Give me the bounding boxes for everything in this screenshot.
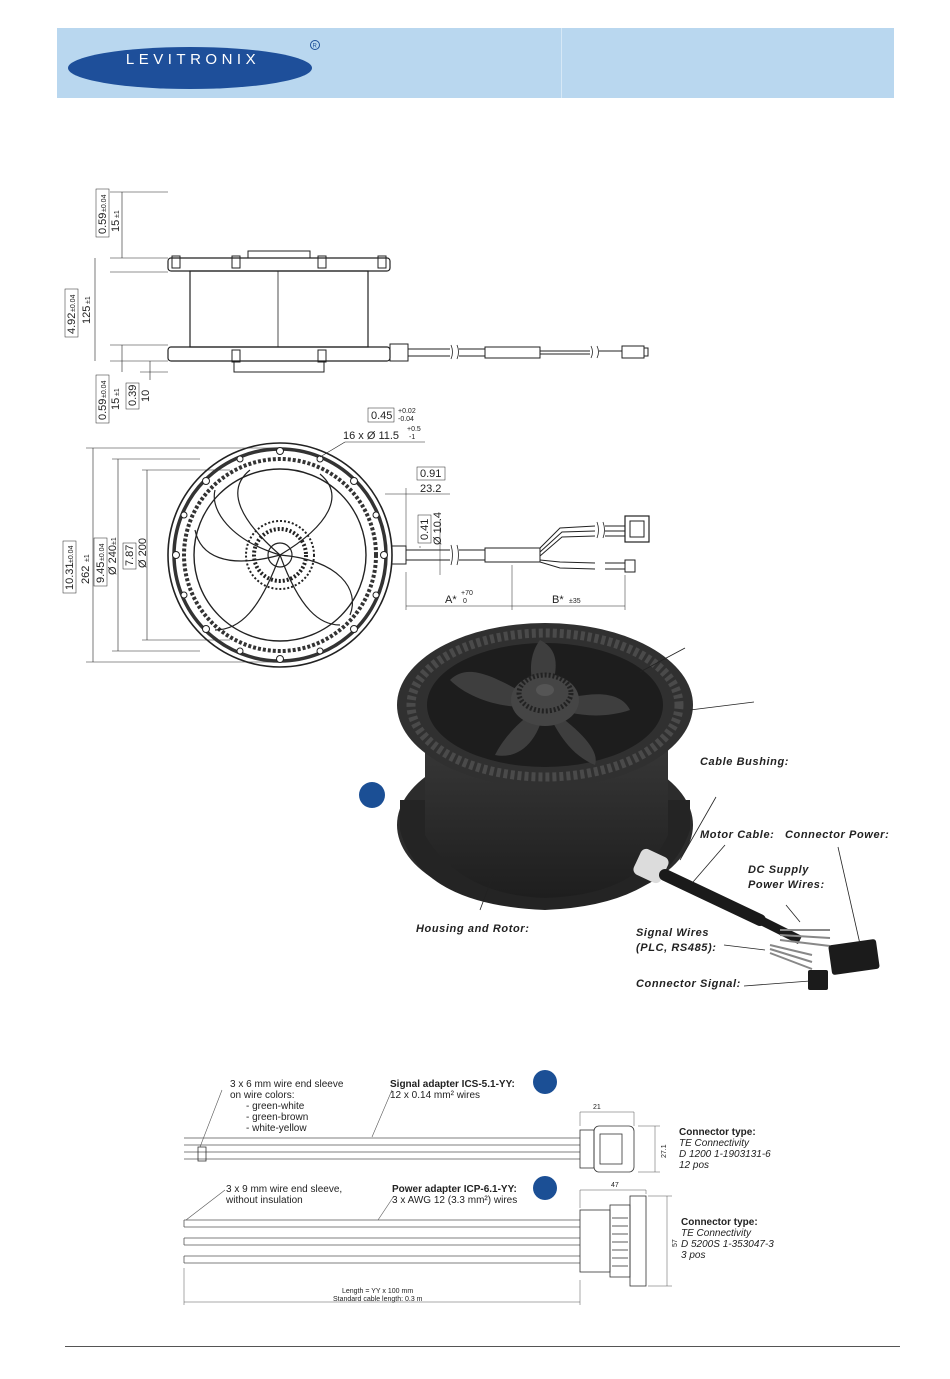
power-conn-part: D 5200S 1-353047-3 (681, 1239, 774, 1250)
power-sleeve-1: 3 x 9 mm wire end sleeve, (226, 1184, 342, 1195)
photo-labels: Cable Bushing: Motor Cable: Connector Po… (416, 756, 889, 990)
logo-ellipse (68, 47, 312, 89)
holes-tol-plus: +0.5 (407, 426, 421, 433)
power-conn-title: Connector type: (681, 1217, 758, 1228)
holes-spec: 16 x Ø 11.5 (343, 430, 399, 442)
a-tol-minus: 0 (463, 598, 467, 605)
bottom-small-in: 0.39 (127, 385, 139, 406)
bushing-mm: 23.2 (420, 483, 441, 495)
registered-mark (310, 40, 320, 50)
signal-dim-w: 21 (593, 1104, 601, 1111)
levitronix-logo: LEVITRONIX R (68, 40, 320, 89)
outer-mm-tol: ±1 (84, 554, 91, 562)
front-view (86, 441, 650, 668)
signal-sleeve-2: on wire colors: (230, 1090, 294, 1101)
height-mm-tol: ±1 (85, 296, 92, 304)
power-adapter-title: Power adapter ICP-6.1-YY: (392, 1184, 517, 1195)
a-tol-plus: +70 (461, 590, 473, 597)
bottom-dim-mm: 15 (110, 398, 122, 410)
signal-color-1: - green-white (246, 1101, 305, 1112)
marker-dot-signal (533, 1070, 557, 1094)
hole-in-tol-minus: -0.04 (398, 416, 414, 423)
footer-divider (65, 1346, 900, 1347)
power-sleeve-2: without insulation (225, 1195, 303, 1206)
label-signal-wires: Signal Wires (636, 927, 709, 939)
side-view-dims: 0.59 ±0.04 15 ±1 4.92 ±0.04 125 ±1 0.59 … (64, 188, 152, 424)
signal-conn-part: D 1200 1-1903131-6 (679, 1149, 771, 1160)
outer-in: 10.31 (64, 562, 76, 590)
signal-sleeve-1: 3 x 6 mm wire end sleeve (230, 1079, 344, 1090)
outer-in-tol: ±0.04 (68, 545, 75, 563)
bolt-mm: Ø 240 (107, 545, 119, 575)
cable-in: 0.41 (419, 519, 431, 540)
cable-length-line1: Length = YY x 100 mm (342, 1288, 413, 1295)
signal-conn-title: Connector type: (679, 1127, 756, 1138)
product-render (359, 623, 880, 990)
bolt-in-tol: ±0.04 (99, 543, 106, 561)
bottom-small-mm: 10 (140, 390, 152, 402)
marker-dot-power (533, 1176, 557, 1200)
power-adapter-spec: 3 x AWG 12 (3.3 mm²) wires (392, 1195, 517, 1206)
front-view-dims: 0.45 +0.02 -0.04 16 x Ø 11.5 +0.5 -1 0.9… (62, 407, 581, 606)
label-connector-power: Connector Power: (785, 829, 889, 841)
b-label: B* (552, 594, 564, 606)
inner-mm: Ø 200 (137, 538, 149, 568)
holes-tol-minus: -1 (409, 434, 415, 441)
side-view (94, 191, 649, 380)
top-dim-in-tol: ±0.04 (101, 194, 108, 212)
cable-mm: Ø 10.4 (432, 512, 444, 545)
marker-dot-housing (359, 782, 385, 808)
signal-adapter-spec: 12 x 0.14 mm² wires (390, 1090, 480, 1101)
label-power-wires: Power Wires: (748, 879, 825, 891)
height-in: 4.92 (66, 313, 78, 334)
signal-dim-h: 27.1 (661, 1144, 668, 1158)
label-motor-cable: Motor Cable: (700, 829, 774, 841)
a-label: A* (445, 594, 457, 606)
power-conn-make: TE Connectivity (681, 1228, 752, 1239)
adapter-texts: 3 x 6 mm wire end sleeve on wire colors:… (225, 1079, 774, 1303)
cable-length-line2: Standard cable length: 0.3 m (333, 1296, 423, 1303)
signal-adapter-title: Signal adapter ICS-5.1-YY: (390, 1079, 515, 1090)
logo-text: LEVITRONIX (126, 51, 260, 68)
top-dim-in: 0.59 (97, 213, 109, 234)
power-dim-h: 57 (672, 1239, 679, 1247)
bolt-mm-tol: ±1 (111, 537, 118, 545)
bottom-dim-in: 0.59 (97, 399, 109, 420)
label-dc-supply: DC Supply (748, 864, 809, 876)
inner-in: 7.87 (124, 545, 136, 566)
registered-symbol: R (313, 44, 318, 50)
signal-color-2: - green-brown (246, 1112, 308, 1123)
power-conn-pos: 3 pos (681, 1250, 705, 1261)
height-mm: 125 (81, 306, 93, 324)
bolt-in: 9.45 (95, 562, 107, 583)
signal-conn-make: TE Connectivity (679, 1138, 750, 1149)
bushing-in: 0.91 (420, 468, 441, 480)
signal-conn-pos: 12 pos (679, 1160, 709, 1171)
top-dim-mm: 15 (110, 220, 122, 232)
hole-in-tol-plus: +0.02 (398, 408, 416, 415)
top-dim-mm-tol: ±1 (114, 210, 121, 218)
bottom-dim-in-tol: ±0.04 (101, 380, 108, 398)
label-housing: Housing and Rotor: (416, 923, 529, 935)
signal-color-3: - white-yellow (246, 1123, 307, 1134)
b-tol: ±35 (569, 598, 581, 605)
header-divider (561, 28, 562, 98)
hole-in: 0.45 (371, 410, 392, 422)
outer-mm: 262 (80, 566, 92, 584)
bottom-dim-mm-tol: ±1 (114, 388, 121, 396)
height-in-tol: ±0.04 (70, 294, 77, 312)
label-cable-bushing: Cable Bushing: (700, 756, 789, 768)
label-signal-wires-sub: (PLC, RS485): (636, 942, 717, 954)
power-dim-w: 47 (611, 1182, 619, 1189)
label-connector-signal: Connector Signal: (636, 978, 741, 990)
adapter-drawings (183, 1089, 672, 1305)
